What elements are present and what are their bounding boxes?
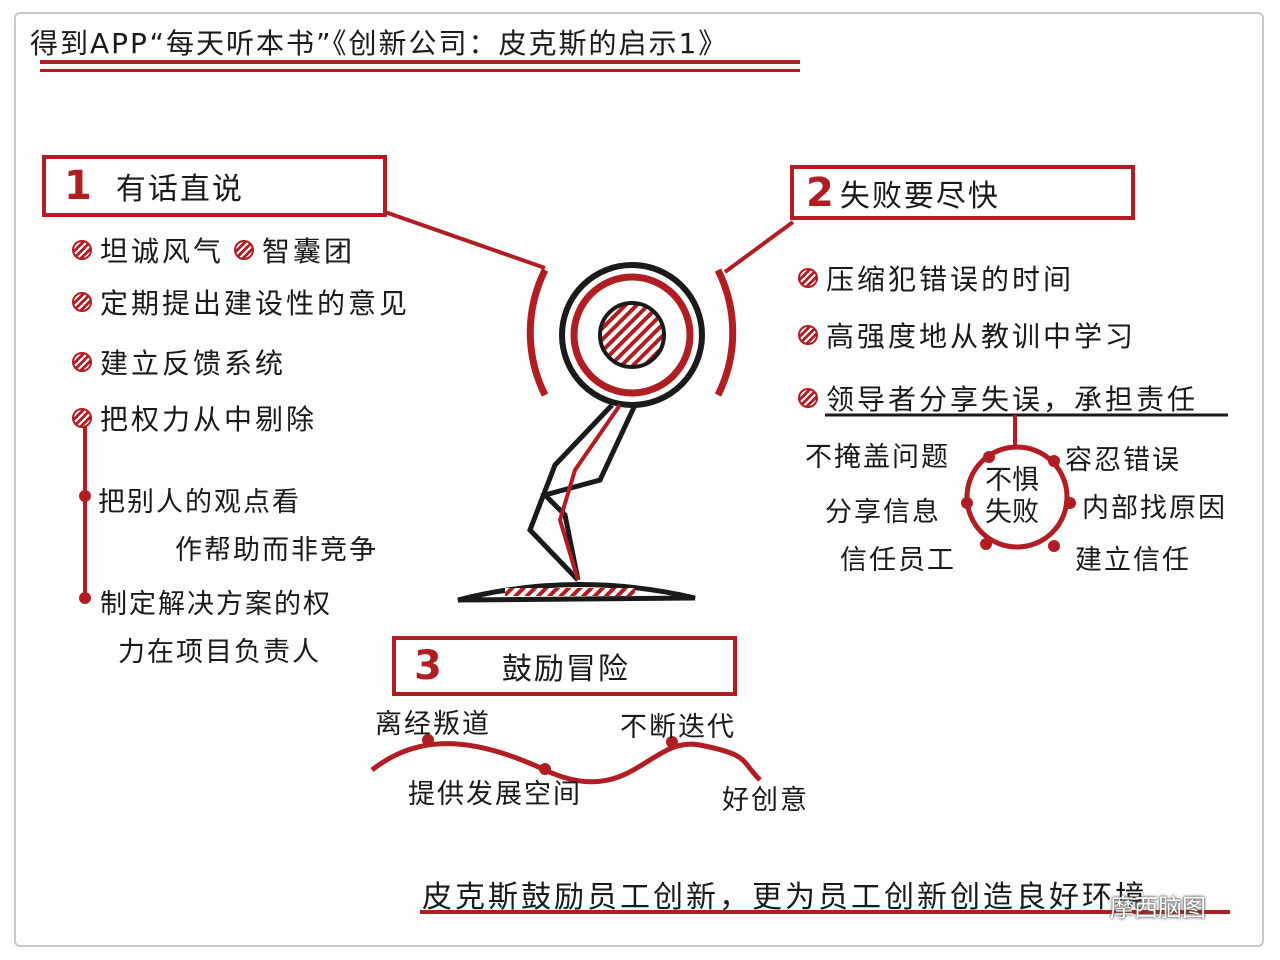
spoke-label-3: 分享信息 [825, 497, 941, 528]
footer-summary: 皮克斯鼓励员工创新，更为员工创新创造良好环境 [422, 880, 1148, 915]
no-fear-label: 不惧 失败 [985, 465, 1039, 528]
section1-box: 1 有话直说 [42, 155, 387, 217]
spoke-node-2 [1048, 455, 1060, 467]
path-label-3: 提供发展空间 [408, 779, 582, 810]
section1-sub-1: 把别人的观点看 [98, 487, 301, 518]
spoke-label-1: 不掩盖问题 [805, 442, 950, 473]
title-underline [40, 60, 800, 64]
spoke-label-6: 建立信任 [1075, 545, 1191, 576]
connector-2 [723, 220, 795, 274]
wave-node-3 [666, 736, 678, 748]
bullet-icon [234, 240, 255, 260]
section1-number: 1 [64, 163, 92, 209]
spoke-label-2: 容忍错误 [1065, 445, 1181, 476]
connector-1 [384, 210, 546, 270]
path-label-2: 不断迭代 [620, 712, 736, 743]
section1-item-2: 定期提出建设性的意见 [72, 282, 410, 322]
bullet-icon [798, 388, 818, 408]
bullet-icon [72, 292, 92, 312]
spoke-node-4 [1064, 497, 1076, 509]
section3-number: 3 [414, 643, 442, 689]
section2-item-1: 压缩犯错误的时间 [798, 258, 1074, 298]
section1-sub-4: 力在项目负责人 [118, 637, 321, 668]
spoke-node-3 [961, 497, 973, 509]
section2-item-2: 高强度地从教训中学习 [798, 315, 1136, 355]
wave-node-1 [422, 734, 434, 746]
section1-node-b [79, 592, 91, 604]
lamp-arc-left [526, 268, 549, 397]
lamp-base-hatch [505, 588, 635, 596]
section2-label: 失败要尽快 [839, 178, 1000, 214]
lamp-arm-black-2 [540, 403, 638, 581]
section3-box: 3 鼓励冒险 [392, 636, 737, 696]
section1-item-3: 建立反馈系统 [72, 342, 286, 382]
section1-sub-2: 作帮助而非竞争 [175, 535, 378, 566]
section2-item-3: 领导者分享失误，承担责任 [798, 378, 1198, 418]
lamp-arm-red [557, 403, 622, 581]
spoke-node-5 [980, 538, 992, 550]
section1-item-1: 坦诚风气 智囊团 [72, 230, 355, 270]
lamp-bulb [598, 301, 666, 369]
spoke-label-5: 信任员工 [840, 545, 956, 576]
spoke-label-4: 内部找原因 [1082, 493, 1227, 524]
section1-sub-3: 制定解决方案的权 [100, 589, 332, 620]
section3-label: 鼓励冒险 [501, 652, 630, 687]
bullet-icon [72, 240, 92, 260]
watermark: 摩西脑图 [1110, 894, 1206, 922]
section2-box: 2 失败要尽快 [790, 165, 1135, 220]
bullet-icon [72, 408, 92, 428]
bullet-icon [798, 325, 818, 345]
lamp-arc-right [714, 268, 737, 397]
title-underline-2 [40, 69, 800, 72]
spoke-node-1 [983, 451, 995, 463]
bullet-icon [72, 352, 92, 372]
path-label-4: 好创意 [722, 785, 809, 816]
lamp-arm-black [527, 403, 614, 582]
creativity-wave [370, 741, 762, 785]
bullet-icon [798, 268, 818, 288]
spoke-node-6 [1048, 540, 1060, 552]
page-title: 得到APP“每天听本书”《创新公司：皮克斯的启示1》 [30, 27, 729, 60]
lamp-head-ring [570, 273, 694, 397]
section1-item-4: 把权力从中剔除 [72, 398, 317, 438]
section2-number: 2 [806, 169, 834, 216]
section1-node-a [79, 490, 91, 502]
wave-node-2 [539, 763, 551, 775]
section1-label: 有话直说 [115, 172, 244, 207]
path-label-1: 离经叛道 [375, 709, 491, 740]
